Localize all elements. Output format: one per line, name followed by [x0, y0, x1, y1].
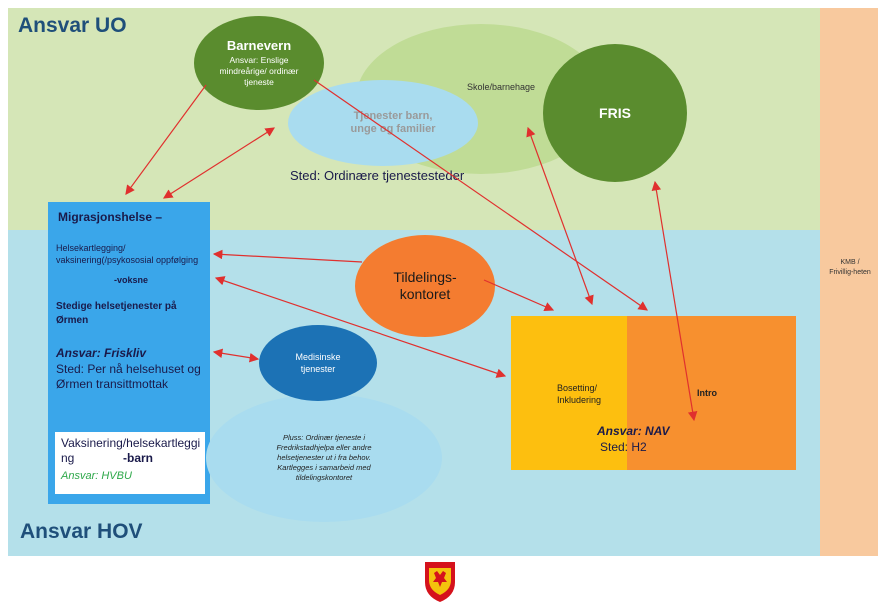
tjenester-label: Tjenester barn, unge og familier [350, 110, 436, 135]
bosetting-box: Bosetting/ Inkludering [511, 316, 628, 470]
arrow-fris-intro [651, 180, 698, 422]
vaksinering-text: Vaksinering/helsekartlegging [61, 436, 201, 465]
sted-ordinaere-text: Sted: Ordinære tjenestesteder [290, 168, 465, 183]
kmb-label: KMB / Frivillig-heten [829, 259, 871, 276]
kmb-region [820, 8, 878, 556]
coat-of-arms-icon [425, 562, 455, 602]
fris-label: FRIS [599, 105, 631, 121]
nav-sted: Sted: H2 [600, 440, 647, 454]
ansvar-uo-title: Ansvar UO [18, 14, 127, 37]
barnevern-text: Ansvar: Enslige mindreårige/ ordinær tje… [219, 55, 299, 87]
pluss-text: Pluss: Ordinær tjeneste i Fredrikstadhje… [276, 433, 372, 482]
vaksinering-ansvar: Ansvar: HVBU [61, 470, 132, 482]
skole-barnehage-label: Skole/barnehage [466, 82, 536, 92]
arrow-migrasjon-medisinske [212, 348, 260, 363]
barnevern-ellipse: Barnevern Ansvar: Enslige mindreårige/ o… [194, 16, 324, 110]
arrow-barnevern-migrasjon [125, 84, 207, 195]
vaksinering-barn: -barn [123, 451, 153, 465]
arrow-tildeling-migrasjon [212, 249, 363, 263]
bosetting-label: Bosetting/ Inkludering [557, 383, 602, 405]
arrow-migrasjon-tjenester [162, 127, 276, 199]
stedige-helsetjenester: Stedige helsetjenester på Ørmen [56, 301, 177, 326]
arrow-skole-bosetting [526, 126, 594, 306]
vaksinering-box: Vaksinering/helsekartlegging -barn Ansva… [55, 432, 205, 494]
migrasjonshelse-title: Migrasjonshelse – [58, 210, 163, 224]
migrasjonshelse-sted: Sted: Per nå helsehuset og Ørmen transit… [56, 362, 201, 391]
barnevern-title: Barnevern [226, 38, 292, 53]
tjenester-ellipse: Tjenester barn, unge og familier [288, 80, 478, 166]
migrasjonshelse-voksne: -voksne [114, 275, 149, 285]
migrasjonshelse-ansvar: Ansvar: Friskliv [56, 346, 147, 360]
arrow-barnevern-intro [313, 79, 648, 311]
pluss-ellipse: Pluss: Ordinær tjeneste i Fredrikstadhje… [206, 394, 442, 522]
nav-ansvar: Ansvar: NAV [597, 424, 670, 438]
arrow-tildeling-bosetting [483, 279, 555, 312]
arrow-migrasjon-bosetting [214, 276, 507, 378]
migrasjonshelse-text: Helsekartlegging/ vaksinering(/psykososi… [56, 243, 199, 265]
ansvar-hov-title: Ansvar HOV [20, 520, 143, 543]
intro-label: Intro [697, 388, 717, 398]
